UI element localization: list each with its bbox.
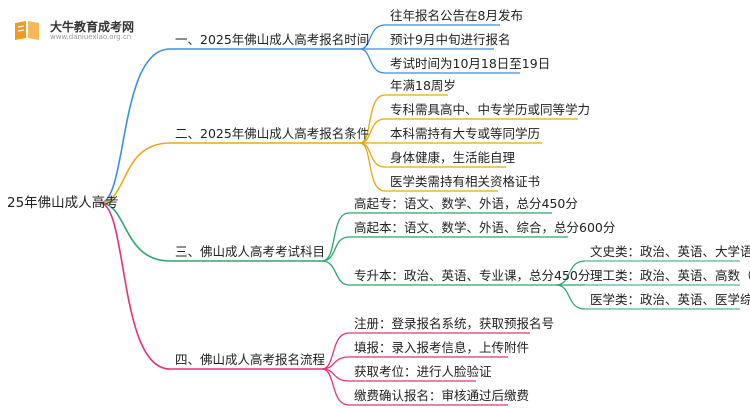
link-root-b1 [99,48,171,204]
b3-sub-2: 理工类：政治、英语、高数（二） [590,268,750,283]
link-b3-i2 [321,236,350,262]
link-b2-i5 [359,142,386,192]
branch-1-label: 一、2025年佛山成人高考报名时间 [175,32,370,47]
root-node: 25年佛山成人高考 [7,195,119,211]
branch-3-label: 三、佛山成人高考考试科目 [175,244,326,259]
site-logo: 大牛教育成考网 www.daniuexlao.org.cn [12,16,142,44]
logo-title: 大牛教育成考网 [50,20,135,34]
b1-item-1: 往年报名公告在8月发布 [390,8,523,23]
link-b4-i1 [321,332,350,370]
link-root-b2 [99,142,171,204]
b2-item-5: 医学类需持有相关资格证书 [390,174,541,189]
b4-item-1: 注册：登录报名系统，获取预报名号 [354,316,555,331]
link-b1-i3 [359,48,386,74]
b3-sub-3: 医学类：政治、英语、医学综合 [590,292,750,307]
b3-sub-1: 文史类：政治、英语、大学语文 [590,244,750,259]
b4-item-2: 填报：录入报考信息，上传附件 [354,340,530,355]
b2-item-4: 身体健康，生活能自理 [390,150,516,165]
b2-item-1: 年满18周岁 [390,78,456,93]
b2-item-3: 本科需持有大专或等同学历 [390,126,541,141]
link-b4-i4 [321,368,350,406]
b1-item-2: 预计9月中旬进行报名 [390,32,511,47]
b1-item-3: 考试时间为10月18日至19日 [390,56,551,71]
link-root-b3 [99,202,171,262]
branch-4-label: 四、佛山成人高考报名流程 [175,352,326,367]
b3-item-3: 专升本：政治、英语、专业课，总分450分 [354,268,591,283]
branch-2-label: 二、2025年佛山成人高考报名条件 [175,126,370,141]
link-b3-i3 [321,260,350,286]
link-b2-i4 [359,142,386,168]
link-b2-i1 [359,94,386,144]
link-b3-s3 [555,284,586,310]
b4-item-3: 获取考位：进行人脸验证 [354,364,492,379]
b2-item-2: 专科需具高中、中专学历或同等学力 [390,102,591,117]
link-root-b4 [99,202,171,370]
link-b2-i2 [359,118,386,144]
link-b1-i1 [359,24,386,50]
b3-item-1: 高起专：语文、数学、外语，总分450分 [354,196,578,211]
link-b3-s1 [555,260,586,286]
b3-item-2: 高起本：语文、数学、外语、综合，总分600分 [354,220,616,235]
book-logo-icon [15,21,39,40]
logo-url: www.daniuexlao.org.cn [50,33,132,41]
b4-item-4: 缴费确认报名：审核通过后缴费 [354,388,530,403]
